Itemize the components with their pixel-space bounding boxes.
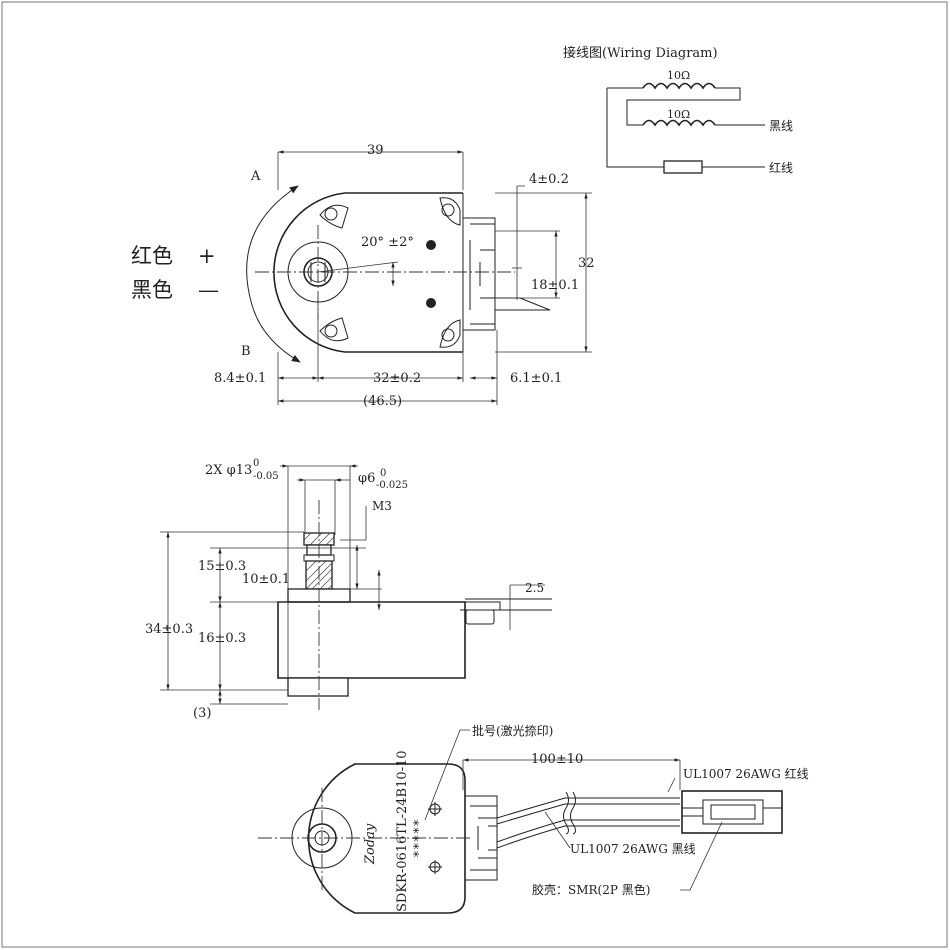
- bottom-body-outline: [307, 763, 466, 914]
- dimension-2-5: 2.5: [525, 581, 544, 595]
- diameter-13-label: 2X φ13: [205, 463, 252, 478]
- dimension-15: 15±0.3: [198, 559, 246, 574]
- diameter-6-tol-lower: -0.025: [376, 480, 408, 491]
- dimension-100: 100±10: [531, 752, 583, 767]
- coil-bottom: [642, 119, 716, 127]
- part-number: SDKR-0616TL-24B10-10: [395, 750, 410, 912]
- thread-m3: M3: [372, 499, 392, 513]
- side-body: [277, 601, 466, 679]
- dimension-10: 10±0.1: [242, 572, 290, 587]
- smr-connector: [681, 790, 783, 834]
- black-wire-label: 黑线: [769, 119, 793, 133]
- black-polarity-sign: —: [198, 278, 219, 302]
- red-polarity-sign: +: [198, 244, 216, 268]
- angle-dimension: 20° ±2°: [361, 235, 414, 250]
- screw-lower: [426, 298, 436, 308]
- side-view: 2X φ13 0 -0.05 φ6 0 -0.025 M3: [145, 458, 552, 721]
- coil-top: [642, 82, 716, 90]
- diameter-13-tol-upper: 0: [253, 458, 259, 469]
- dimension-8-4: 8.4±0.1: [214, 371, 266, 386]
- dimension-39: 39: [367, 143, 384, 158]
- dimension-16: 16±0.3: [198, 631, 246, 646]
- dimension-32-height: 32: [578, 256, 595, 271]
- brand-mark: Zoday: [363, 823, 378, 865]
- connector-block: [462, 217, 496, 331]
- label-a: A: [250, 169, 261, 184]
- coil-bottom-resistance: 10Ω: [667, 108, 690, 121]
- red-wire-label: 红线: [769, 160, 793, 175]
- rotation-arrow: [246, 185, 301, 363]
- dimension-4: 4±0.2: [529, 172, 569, 187]
- batch-stars: *****: [412, 819, 427, 858]
- diameter-6-tol-upper: 0: [380, 468, 386, 479]
- screw-upper: [426, 240, 436, 250]
- dimension-34: 34±0.3: [145, 622, 193, 637]
- label-b: B: [241, 344, 251, 359]
- fuse-symbol: [663, 160, 703, 174]
- coil-top-resistance: 10Ω: [667, 69, 690, 82]
- top-view: A B 红色 + 黑色 — 20° ±2°: [131, 143, 595, 409]
- dimension-46-5: (46.5): [363, 394, 402, 409]
- batch-label: 批号(激光捺印): [472, 723, 553, 738]
- red-polarity: 红色: [131, 244, 173, 268]
- bottom-view: Zoday SDKR-0616TL-24B10-10 ***** 批号(激光捺印…: [258, 723, 809, 914]
- diameter-13-tol-lower: -0.05: [253, 471, 279, 482]
- red-cable-label: UL1007 26AWG 红线: [683, 766, 809, 781]
- dimension-32-width: 32±0.2: [373, 371, 421, 386]
- dimension-18: 18±0.1: [531, 278, 579, 293]
- connector-label: 胶壳：SMR(2P 黑色): [532, 882, 650, 897]
- black-polarity: 黑色: [131, 278, 173, 302]
- dimension-3: (3): [193, 706, 211, 721]
- wiring-diagram: 接线图(Wiring Diagram) 10Ω 10Ω 黑线 红线: [563, 45, 793, 175]
- wiring-title: 接线图(Wiring Diagram): [563, 45, 718, 61]
- black-cable-label: UL1007 26AWG 黑线: [570, 842, 696, 856]
- diameter-6-label: φ6: [358, 471, 375, 486]
- motor-body-outline: [273, 192, 463, 353]
- dimension-6-1: 6.1±0.1: [510, 371, 562, 386]
